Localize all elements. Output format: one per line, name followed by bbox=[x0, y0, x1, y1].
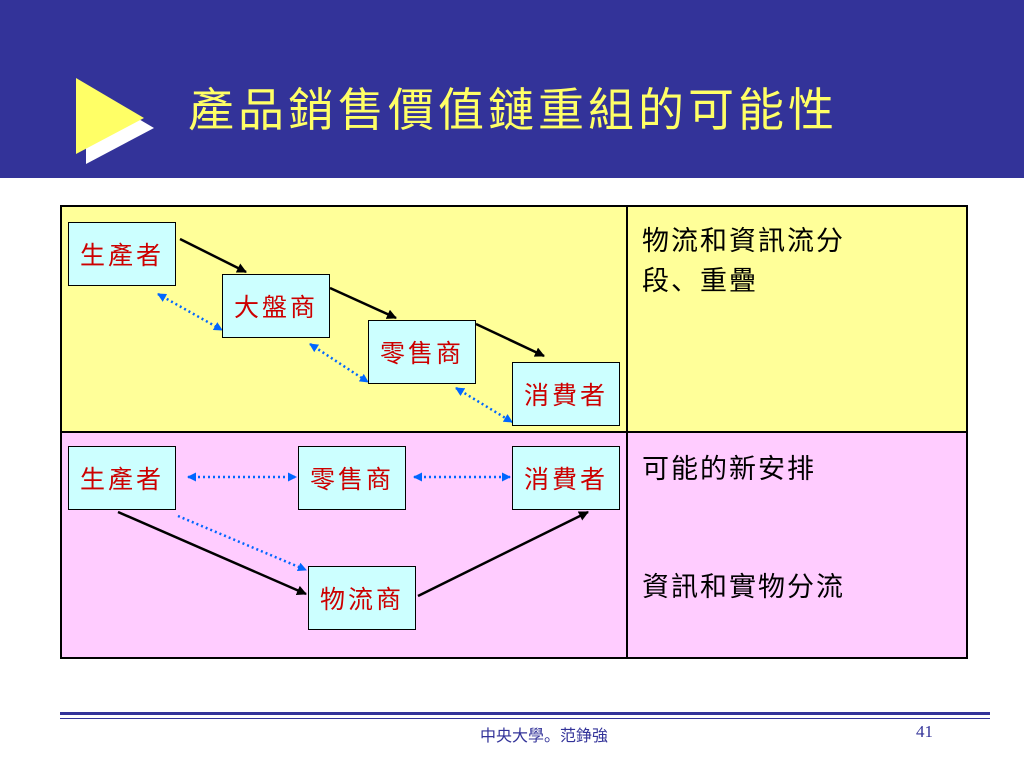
title-bar: 產品銷售價值鏈重組的可能性 bbox=[0, 0, 1024, 178]
bottom-node-logistics: 物流商 bbox=[308, 566, 416, 630]
bottom-node-retailer: 零售商 bbox=[298, 446, 406, 510]
footer-author: 中央大學。范錚強 bbox=[480, 726, 609, 745]
top-node-producer: 生產者 bbox=[68, 222, 176, 286]
bottom-description-line-2: 資訊和實物分流 bbox=[642, 572, 845, 603]
page-number: 41 bbox=[916, 722, 933, 741]
top-node-consumer: 消費者 bbox=[512, 362, 620, 426]
bottom-node-producer: 生產者 bbox=[68, 446, 176, 510]
top-description-line-1: 物流和資訊流分 bbox=[642, 226, 845, 257]
bottom-description-cell: 可能的新安排 資訊和實物分流 bbox=[628, 433, 966, 657]
triangle-arrow-icon bbox=[76, 78, 154, 164]
slide-title: 產品銷售價值鏈重組的可能性 bbox=[188, 83, 838, 137]
top-node-retailer: 零售商 bbox=[368, 320, 476, 384]
top-description-line-2: 段、重疊 bbox=[642, 266, 758, 297]
footer-divider bbox=[60, 712, 990, 722]
bottom-description-line-1: 可能的新安排 bbox=[642, 454, 816, 485]
comparison-table: 物流和資訊流分 段、重疊 可能的新安排 資訊和實物分流 bbox=[60, 205, 968, 659]
top-description-cell: 物流和資訊流分 段、重疊 bbox=[628, 207, 966, 433]
bottom-node-consumer: 消費者 bbox=[512, 446, 620, 510]
top-node-wholesaler: 大盤商 bbox=[222, 274, 330, 338]
